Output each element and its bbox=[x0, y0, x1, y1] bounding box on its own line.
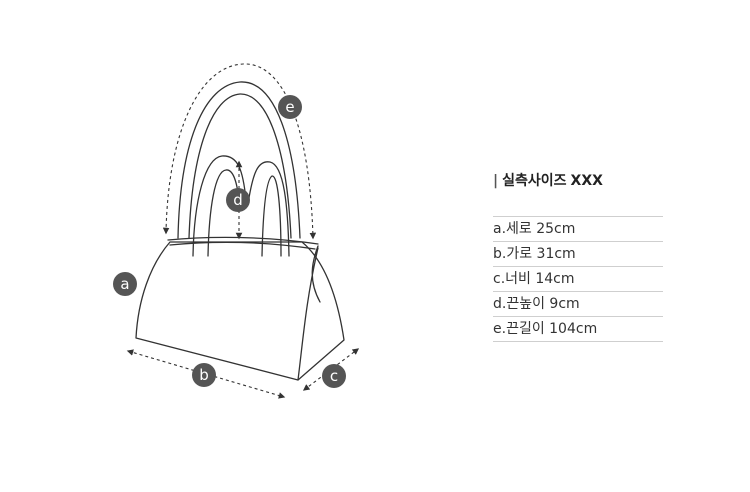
marker-b: b bbox=[192, 363, 216, 387]
bag-illustration bbox=[135, 81, 345, 381]
long-strap bbox=[177, 81, 301, 239]
short-handle bbox=[192, 155, 290, 257]
spec-row-e: e.끈길이 104cm bbox=[493, 317, 663, 342]
title-separator: | bbox=[493, 173, 499, 189]
marker-e: e bbox=[278, 95, 302, 119]
spec-list: a.세로 25cm b.가로 31cm c.너비 14cm d.끈높이 9cm … bbox=[493, 216, 663, 342]
dimension-arrows bbox=[126, 63, 360, 399]
svg-text:e: e bbox=[285, 98, 294, 116]
marker-c: c bbox=[322, 364, 346, 388]
arrow-e-strap-length bbox=[162, 63, 317, 240]
svg-text:c: c bbox=[330, 367, 338, 385]
bag-frame bbox=[167, 236, 319, 250]
svg-text:a: a bbox=[120, 275, 129, 293]
spec-row-a: a.세로 25cm bbox=[493, 217, 663, 242]
svg-text:b: b bbox=[199, 366, 209, 384]
spec-row-c: c.너비 14cm bbox=[493, 267, 663, 292]
marker-a: a bbox=[113, 272, 137, 296]
spec-row-d: d.끈높이 9cm bbox=[493, 292, 663, 317]
marker-d: d bbox=[226, 188, 250, 212]
model-name: XXX bbox=[570, 173, 603, 189]
arrow-c-depth bbox=[302, 348, 360, 391]
title-text: 실측사이즈 bbox=[502, 173, 567, 189]
svg-text:d: d bbox=[233, 191, 243, 209]
bag-gusset bbox=[297, 245, 321, 381]
spec-row-b: b.가로 31cm bbox=[493, 242, 663, 267]
